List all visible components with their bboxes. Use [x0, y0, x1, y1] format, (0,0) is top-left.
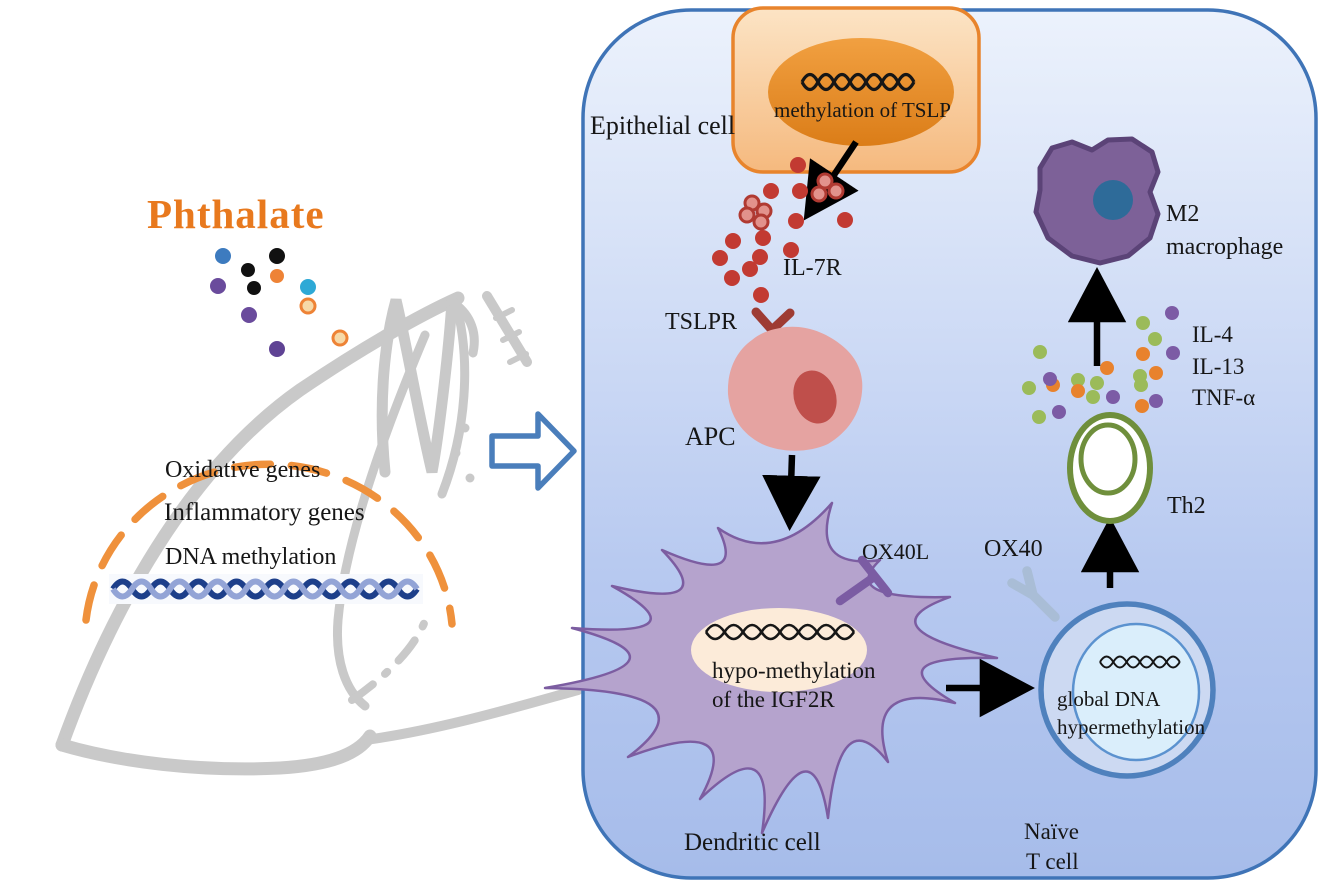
particle-dot [837, 212, 853, 228]
label-ox40l: OX40L [862, 539, 930, 564]
particle-dot [1166, 346, 1180, 360]
particle-dot [1090, 376, 1104, 390]
particle-dot [792, 183, 808, 199]
particle-dot [331, 329, 349, 347]
particle-dot [269, 248, 285, 264]
particle-dot [755, 230, 771, 246]
particle-dot [1136, 316, 1150, 330]
particle-dot [724, 270, 740, 286]
particle-dot [752, 213, 770, 231]
particle-dot [210, 278, 226, 294]
th2-inner-ring [1078, 422, 1138, 496]
dendritic-nucleus-ellipse [691, 608, 867, 692]
particle-dot [1052, 405, 1066, 419]
particle-dot [742, 261, 758, 277]
particle-dot [763, 183, 779, 199]
particle-dot [1071, 373, 1085, 387]
particle-dot [788, 213, 804, 229]
label-il4: IL-4 [1192, 322, 1233, 347]
label-m2: M2 [1166, 201, 1200, 227]
label-methylation-of-tslp: methylation of TSLP [774, 98, 951, 122]
arrow-apc-to-dendritic [762, 454, 821, 531]
particle-dot [1149, 394, 1163, 408]
particle-dot [753, 287, 769, 303]
label-naive: Naïve [1024, 819, 1079, 844]
ox40-receptor [1007, 566, 1060, 622]
particle-dot [790, 157, 806, 173]
label-tnf-alpha: TNF-α [1192, 385, 1256, 410]
dna-helix-band [109, 574, 423, 604]
particle-dot [712, 250, 728, 266]
label-hypermethylation: hypermethylation [1057, 715, 1206, 739]
particle-dot [1149, 366, 1163, 380]
phthalate-particles [210, 248, 349, 357]
label-tslpr: TSLPR [665, 309, 738, 335]
transition-block-arrow [489, 411, 577, 491]
m2-nucleus [1093, 180, 1133, 220]
naive-t-dna-squiggle [1099, 655, 1181, 669]
particle-dot [215, 248, 231, 264]
particle-dot [1100, 361, 1114, 375]
particle-dot [269, 341, 285, 357]
particle-dot [300, 279, 316, 295]
label-ox40: OX40 [984, 536, 1043, 562]
particle-dot [247, 281, 261, 295]
particle-dot [241, 263, 255, 277]
particle-dot [827, 182, 845, 200]
particle-dot [1148, 332, 1162, 346]
phthalate-title: Phthalate [147, 191, 325, 237]
label-inflammatory-genes: Inflammatory genes [164, 499, 365, 526]
particle-dot [270, 269, 284, 283]
label-il7r: IL-7R [783, 255, 842, 281]
particle-dot [725, 233, 741, 249]
label-t-cell: T cell [1026, 849, 1079, 874]
particle-dot [738, 206, 756, 224]
label-macrophage: macrophage [1166, 234, 1284, 260]
label-dna-methylation: DNA methylation [165, 544, 337, 570]
particle-dot [1086, 390, 1100, 404]
label-il13: IL-13 [1192, 354, 1245, 379]
particle-dot [299, 297, 317, 315]
label-apc: APC [685, 422, 736, 451]
particle-dot [1165, 306, 1179, 320]
tslp-particles [712, 157, 853, 303]
particle-dot [1106, 390, 1120, 404]
particle-dot [1033, 345, 1047, 359]
label-hypo-methylation-line2: of the IGF2R [712, 687, 835, 712]
particle-dot [783, 242, 799, 258]
label-global-dna: global DNA [1057, 687, 1161, 711]
particle-dot [241, 307, 257, 323]
label-th2: Th2 [1167, 493, 1206, 519]
particle-dot [1136, 347, 1150, 361]
particle-dot [1134, 378, 1148, 392]
particle-dot [1043, 372, 1057, 386]
tslp-dna-squiggle [800, 72, 916, 92]
label-oxidative-genes: Oxidative genes [165, 457, 321, 483]
lung-sketch [55, 291, 583, 776]
tslp-nucleus-ellipse [768, 38, 954, 146]
apc-nucleus [793, 370, 837, 424]
particle-dot [752, 249, 768, 265]
label-hypo-methylation-line1: hypo-methylation [712, 658, 876, 683]
cytokine-particles [1022, 306, 1180, 424]
particle-dot [1135, 399, 1149, 413]
particle-dot [1071, 384, 1085, 398]
particle-dot [1032, 410, 1046, 424]
label-dendritic-cell: Dendritic cell [684, 829, 821, 856]
dashed-arc [82, 460, 456, 628]
dendritic-dna-squiggle [704, 623, 856, 641]
particle-dot [810, 185, 828, 203]
particle-dot [1022, 381, 1036, 395]
label-epithelial-cell: Epithelial cell [590, 111, 736, 140]
ox40l-receptor [835, 555, 893, 606]
